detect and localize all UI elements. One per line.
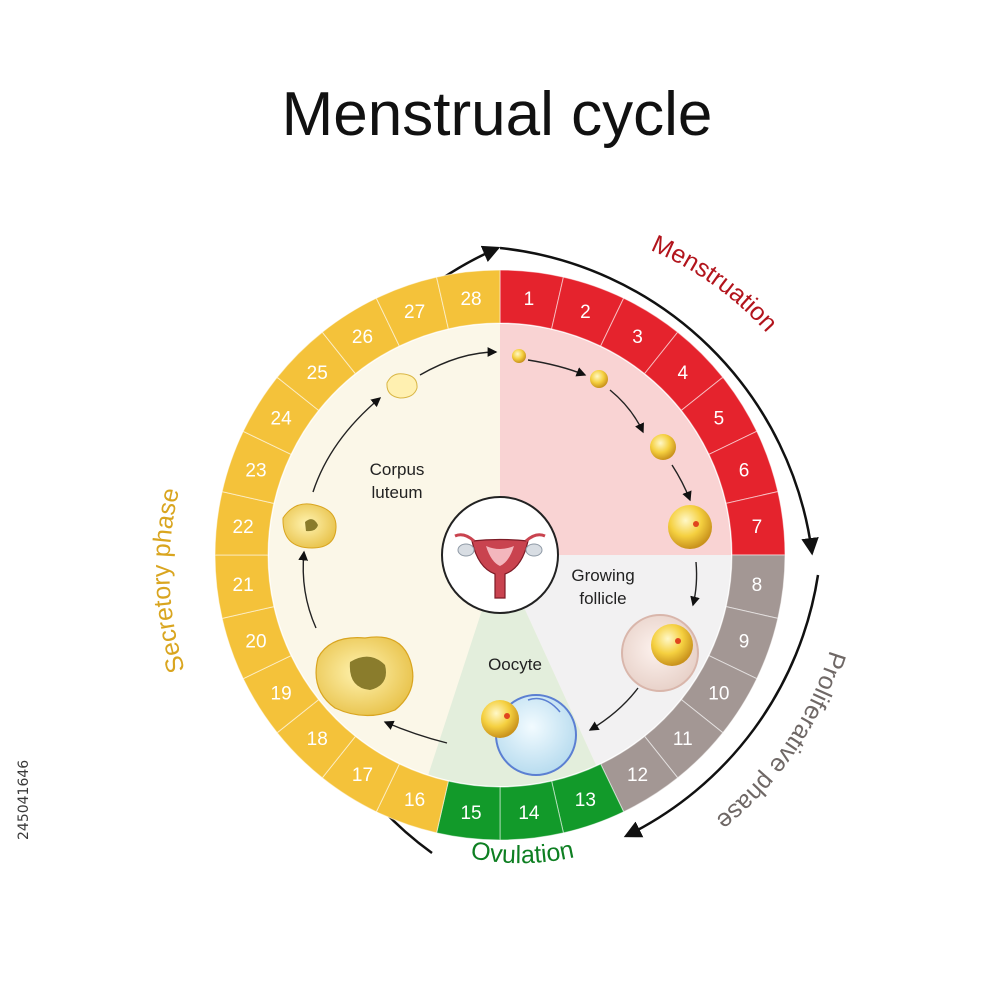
day-number-18: 18	[307, 729, 328, 750]
day-number-13: 13	[575, 790, 596, 811]
ovulated-oocyte-icon	[481, 694, 577, 776]
day-number-19: 19	[271, 684, 292, 705]
day-number-4: 4	[677, 363, 688, 384]
day-number-9: 9	[739, 631, 750, 652]
cycle-arrow-right	[499, 246, 819, 556]
day-number-12: 12	[627, 765, 648, 786]
primary-follicle-icon	[590, 370, 608, 388]
follicle-illustrations	[282, 349, 712, 776]
day-number-10: 10	[708, 684, 729, 705]
ovulation-phase-label: Ovulation	[469, 836, 576, 870]
day-number-14: 14	[518, 803, 540, 824]
day-number-20: 20	[245, 631, 266, 652]
inner-cycle-arrows	[298, 347, 700, 744]
day-number-6: 6	[739, 461, 750, 482]
secondary-follicle-icon	[650, 434, 676, 460]
day-number-21: 21	[233, 575, 254, 596]
day-number-24: 24	[271, 408, 293, 429]
day-number-27: 27	[404, 302, 425, 323]
growing-follicle-label-line2: follicle	[579, 589, 626, 608]
day-number-3: 3	[632, 327, 643, 348]
corpus-luteum-label-line2: luteum	[371, 483, 422, 502]
oocyte-label: Oocyte	[488, 655, 542, 674]
day-number-16: 16	[404, 790, 425, 811]
inner-labels: Growing follicle Oocyte Corpus luteum	[370, 460, 635, 674]
secretory-phase-label: Secretory phase	[147, 485, 190, 676]
day-ring: 1234567891011121314151617181920212223242…	[214, 269, 786, 841]
menstruation-phase-label: Menstruation	[648, 230, 783, 337]
day-number-7: 7	[752, 517, 763, 538]
day-segment-28	[435, 269, 501, 330]
primordial-follicle-icon	[512, 349, 526, 363]
day-number-26: 26	[352, 327, 373, 348]
day-number-15: 15	[460, 803, 481, 824]
day-number-11: 11	[673, 729, 693, 750]
day-number-23: 23	[245, 461, 266, 482]
day-number-17: 17	[352, 765, 373, 786]
corpus-albicans-icon	[386, 373, 418, 399]
day-number-1: 1	[524, 289, 535, 310]
tertiary-follicle-icon	[668, 505, 712, 549]
page-title: Menstrual cycle	[282, 80, 713, 149]
day-number-28: 28	[460, 289, 481, 310]
day-number-8: 8	[752, 575, 763, 596]
day-number-25: 25	[307, 363, 328, 384]
uterus-emblem	[441, 496, 559, 614]
day-number-5: 5	[714, 408, 725, 429]
corpus-luteum-label-line1: Corpus	[370, 460, 425, 479]
mature-follicle-icon	[621, 614, 699, 692]
corpus-luteum-medium-icon	[282, 503, 337, 549]
corpus-luteum-large-icon	[315, 636, 414, 717]
stock-id: 245041646	[16, 760, 32, 840]
uterus-icon	[454, 533, 546, 599]
cycle-arrow-bottom	[623, 574, 820, 838]
day-number-2: 2	[580, 302, 591, 323]
day-number-22: 22	[233, 517, 254, 538]
growing-follicle-label-line1: Growing	[571, 566, 634, 585]
